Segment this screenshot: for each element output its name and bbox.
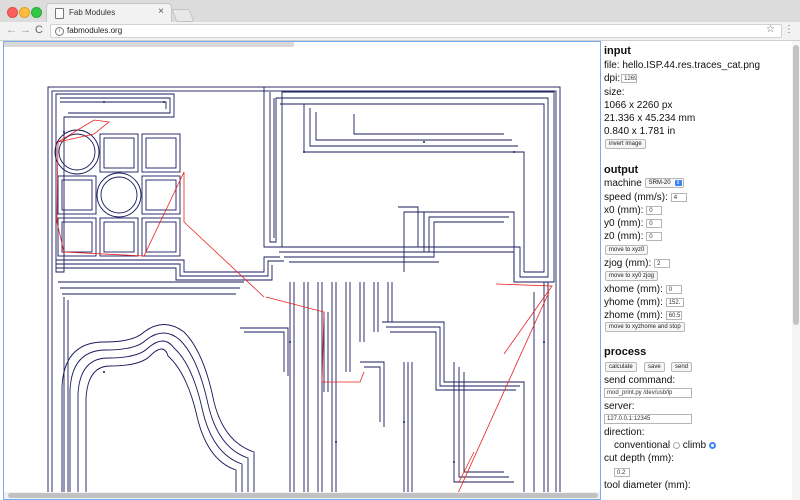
select-arrows-icon: ⇕ (674, 180, 682, 187)
page-icon (55, 8, 64, 19)
calculate-button[interactable]: calculate (605, 362, 637, 372)
machine-select[interactable]: SRM-20⇕ (644, 178, 684, 189)
z0-label: z0 (mm): (604, 231, 644, 242)
input-file: file: hello.ISP.44.res.traces_cat.png (604, 60, 761, 71)
move-to-xyz0-button[interactable]: move to xyz0 (605, 245, 649, 255)
zoom-window-button[interactable] (31, 7, 42, 18)
info-icon[interactable]: i (55, 27, 64, 36)
browser-toolbar: ← → C i fabmodules.org ☆ ⋮ (0, 22, 800, 41)
direction-label: direction: (604, 427, 645, 438)
url-text[interactable]: fabmodules.org (67, 26, 123, 35)
browser-tab[interactable]: Fab Modules × (46, 3, 172, 22)
y0-input[interactable]: 0 (646, 218, 663, 228)
tab-close-icon[interactable]: × (158, 6, 164, 17)
new-tab-button[interactable] (171, 9, 195, 22)
reload-icon[interactable]: C (35, 24, 43, 36)
dpi-input[interactable]: 1269 (621, 73, 638, 83)
speed-input[interactable]: 4 (670, 192, 687, 202)
server-input[interactable]: 127.0.0.1:12345 (604, 414, 692, 425)
zjog-label: zjog (mm): (604, 258, 652, 269)
horizontal-scroll-thumb[interactable] (8, 493, 598, 498)
zhome-label: zhome (mm): (604, 310, 663, 321)
machine-value: SRM-20 (648, 180, 671, 187)
machine-label: machine (604, 178, 642, 189)
climb-label: climb (682, 440, 707, 451)
horizontal-scrollbar[interactable] (4, 492, 600, 499)
vertical-scrollbar[interactable] (792, 41, 800, 500)
dpi-label: dpi: (604, 73, 621, 84)
speed-label: speed (mm/s): (604, 192, 668, 203)
xhome-label: xhome (mm): (604, 284, 663, 295)
process-heading: process (604, 346, 647, 358)
z0-input[interactable]: 0 (646, 231, 663, 241)
cut-depth-input[interactable]: 0.2 (614, 467, 630, 477)
close-window-button[interactable] (7, 7, 18, 18)
x0-input[interactable]: 0 (646, 205, 663, 215)
conventional-label: conventional (614, 440, 671, 451)
zhome-input[interactable]: 60.5 (665, 310, 682, 320)
size-label: size: (604, 87, 625, 98)
send-command-input[interactable]: mod_print.py /dev/usb/lp (604, 388, 692, 399)
browser-menu-icon[interactable]: ⋮ (784, 24, 794, 35)
bookmark-star-icon[interactable]: ☆ (766, 24, 775, 35)
yhome-label: yhome (mm): (604, 297, 663, 308)
toolpath-canvas[interactable] (3, 41, 601, 500)
size-mm: 21.336 x 45.234 mm (604, 113, 696, 124)
x0-label: x0 (mm): (604, 205, 644, 216)
canvas-top-bar (4, 42, 294, 47)
page-content: input file: hello.ISP.44.res.traces_cat.… (0, 41, 800, 500)
send-button[interactable]: send (671, 362, 693, 372)
yhome-input[interactable]: 152. (665, 297, 684, 307)
output-heading: output (604, 164, 639, 176)
address-bar[interactable]: i fabmodules.org ☆ (50, 24, 782, 38)
move-to-xyzhome-button[interactable]: move to xyzhome and stop (605, 322, 685, 332)
settings-panel: input file: hello.ISP.44.res.traces_cat.… (604, 41, 790, 500)
tab-title: Fab Modules (69, 8, 116, 17)
send-command-label: send command: (604, 375, 676, 386)
cut-depth-label: cut depth (mm): (604, 453, 675, 464)
back-arrow-icon[interactable]: ← (6, 24, 17, 36)
y0-label: y0 (mm): (604, 218, 644, 229)
save-button[interactable]: save (644, 362, 665, 372)
server-label: server: (604, 401, 635, 412)
input-heading: input (604, 45, 631, 57)
tool-diameter-label: tool diameter (mm): (604, 480, 691, 491)
xhome-input[interactable]: 0 (665, 284, 682, 294)
forward-arrow-icon[interactable]: → (20, 24, 31, 36)
zjog-input[interactable]: 2 (654, 258, 671, 268)
toolpath-drawing (47, 86, 561, 494)
invert-image-button[interactable]: invert image (605, 139, 646, 149)
size-in: 0.840 x 1.781 in (604, 126, 676, 137)
browser-titlebar: Fab Modules × (0, 0, 800, 23)
move-to-xy0-zjog-button[interactable]: move to xy0 zjog (605, 271, 659, 281)
minimize-window-button[interactable] (19, 7, 30, 18)
vertical-scroll-thumb[interactable] (793, 45, 799, 325)
size-px: 1066 x 2260 px (604, 100, 673, 111)
conventional-radio[interactable] (672, 441, 680, 449)
climb-radio[interactable] (708, 441, 716, 449)
